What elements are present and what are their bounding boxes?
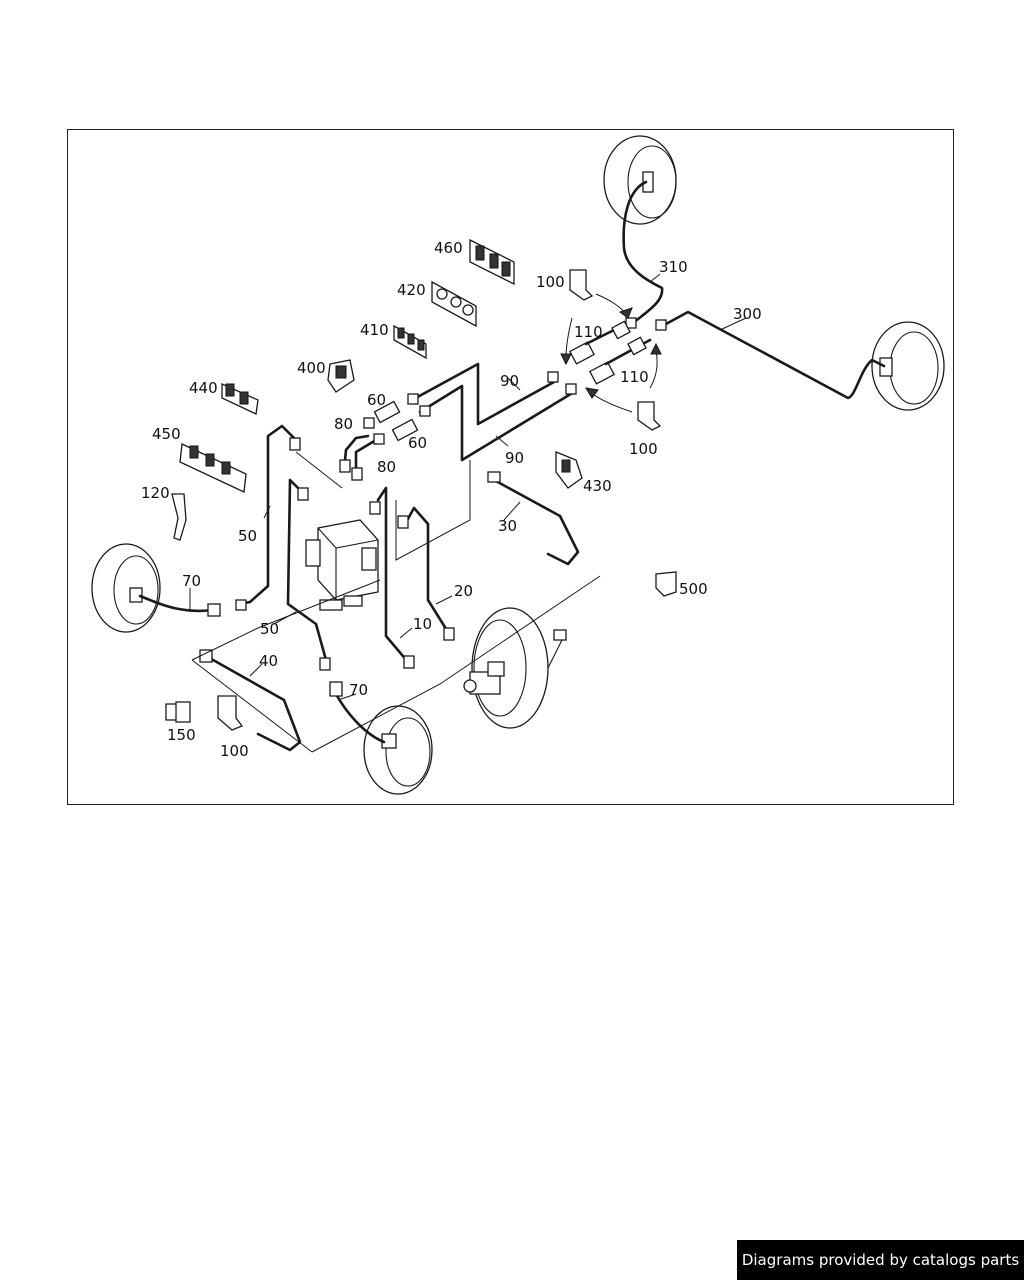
callout-420: 420 xyxy=(397,281,426,299)
callout-90-a: 90 xyxy=(500,372,519,390)
callout-60-a: 60 xyxy=(367,391,386,409)
bracket-120 xyxy=(171,493,187,541)
pipe-fittings xyxy=(199,317,667,697)
callout-100-right: 100 xyxy=(629,440,658,458)
clip-450 xyxy=(179,443,247,493)
callout-30: 30 xyxy=(498,517,517,535)
callout-100-bottom: 100 xyxy=(220,742,249,760)
callout-110-b: 110 xyxy=(620,368,649,386)
callout-430: 430 xyxy=(583,477,612,495)
direction-arrows xyxy=(560,293,662,413)
wheel-rear-right xyxy=(603,135,677,225)
callout-300: 300 xyxy=(733,305,762,323)
callout-70-a: 70 xyxy=(182,572,201,590)
callouts: 460 420 410 400 440 450 120 100 110 110 … xyxy=(141,239,762,760)
clip-430 xyxy=(555,451,583,489)
callout-70-b: 70 xyxy=(349,681,368,699)
callout-150: 150 xyxy=(167,726,196,744)
callout-460: 460 xyxy=(434,239,463,257)
callout-110-a: 110 xyxy=(574,323,603,341)
clip-460 xyxy=(469,238,515,286)
callout-50-a: 50 xyxy=(238,527,257,545)
callout-500: 500 xyxy=(679,580,708,598)
plug-150 xyxy=(165,701,191,723)
callout-leaders xyxy=(189,273,747,701)
callout-100-top: 100 xyxy=(536,273,565,291)
master-cylinder xyxy=(463,661,505,695)
callout-10: 10 xyxy=(413,615,432,633)
bracket-100-top xyxy=(569,269,594,301)
callout-440: 440 xyxy=(189,379,218,397)
clip-410 xyxy=(393,324,427,360)
callout-450: 450 xyxy=(152,425,181,443)
credit-badge: Diagrams provided by catalogs parts xyxy=(737,1240,1024,1280)
brake-booster xyxy=(471,607,567,729)
bracket-100-bottom xyxy=(217,695,244,731)
callout-400: 400 xyxy=(297,359,326,377)
clip-400 xyxy=(327,359,355,393)
callout-80-b: 80 xyxy=(377,458,396,476)
assembly-outline xyxy=(191,451,601,753)
connectors-110 xyxy=(569,320,652,385)
clip-420 xyxy=(431,280,477,328)
callout-40: 40 xyxy=(259,652,278,670)
callout-20: 20 xyxy=(454,582,473,600)
abs-hydraulic-unit xyxy=(305,519,379,611)
clip-440 xyxy=(221,382,259,415)
callout-50-b: 50 xyxy=(260,620,279,638)
callout-90-b: 90 xyxy=(505,449,524,467)
callout-120: 120 xyxy=(141,484,170,502)
wheel-front-left xyxy=(91,543,161,633)
callout-410: 410 xyxy=(360,321,389,339)
bracket-100-right xyxy=(637,401,662,431)
wheel-front-right xyxy=(871,321,945,411)
callout-80-a: 80 xyxy=(334,415,353,433)
part-500 xyxy=(655,571,677,597)
callout-310: 310 xyxy=(659,258,688,276)
callout-60-b: 60 xyxy=(408,434,427,452)
